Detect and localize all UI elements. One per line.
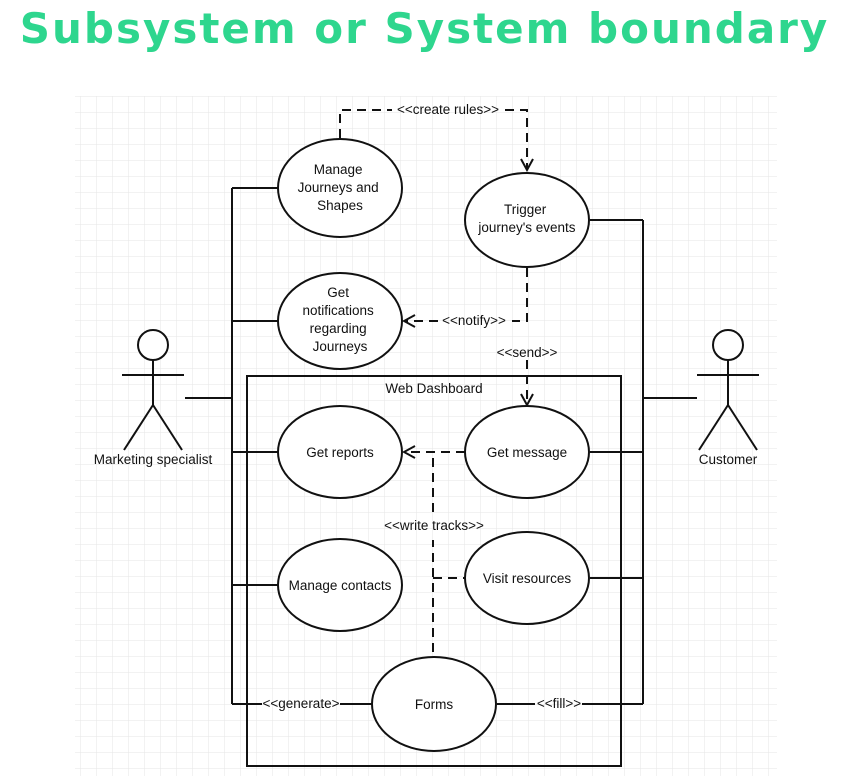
use-case-trigger-events (464, 172, 590, 268)
use-case-get-message (464, 405, 590, 499)
use-case-visit-resources (464, 531, 590, 625)
relation-label-write-tracks: <<write tracks>> (384, 518, 484, 533)
actor-marketing-specialist (122, 329, 184, 451)
relation-label-create-rules: <<create rules>> (397, 102, 499, 117)
customer-associations (497, 219, 697, 705)
relation-write-tracks (432, 452, 465, 652)
use-case-label: Shapes (317, 198, 363, 213)
use-case-label: journey's events (477, 220, 575, 235)
svg-text:Trigger journey's events: Trigger journey's events (477, 202, 575, 235)
svg-text:Manage Journeys and Sh: Manage Journeys and Shapes (298, 162, 383, 213)
system-boundary (246, 375, 622, 767)
relation-label-fill: <<fill>> (537, 696, 581, 711)
relation-label-generate: <<generate> (263, 696, 340, 711)
use-case-label: Get (327, 285, 349, 300)
use-case-label: Forms (415, 697, 453, 712)
use-case-manage-contacts (277, 538, 403, 632)
use-case-label: Get reports (306, 445, 374, 460)
actor-customer (697, 329, 759, 451)
use-case-label: Get message (487, 445, 567, 460)
actor-label-marketing: Marketing specialist (94, 452, 213, 467)
relation-label-notify: <<notify>> (442, 313, 506, 328)
use-case-label: Manage (314, 162, 363, 177)
page-title: Subsystem or System boundary (19, 4, 830, 53)
use-case-get-notifications (277, 272, 403, 370)
use-case-manage-journeys (277, 138, 403, 238)
use-case-forms (371, 656, 497, 752)
use-case-label: Trigger (504, 202, 547, 217)
relation-label-send: <<send>> (497, 345, 558, 360)
use-case-label: notifications (302, 303, 374, 318)
use-case-label: Journeys and (298, 180, 379, 195)
boundary-label: Web Dashboard (385, 381, 482, 396)
use-case-label: regarding (310, 321, 367, 336)
use-case-label: Visit resources (483, 571, 572, 586)
use-case-get-reports (277, 405, 403, 499)
marketing-associations (185, 187, 372, 705)
svg-text:Get notifications rega: Get notifications regarding Journeys (302, 285, 377, 354)
use-case-label: Journeys (313, 339, 368, 354)
relation-create-rules (339, 109, 527, 170)
actor-label-customer: Customer (699, 452, 758, 467)
relation-notify (404, 268, 528, 321)
use-case-label: Manage contacts (289, 578, 392, 593)
